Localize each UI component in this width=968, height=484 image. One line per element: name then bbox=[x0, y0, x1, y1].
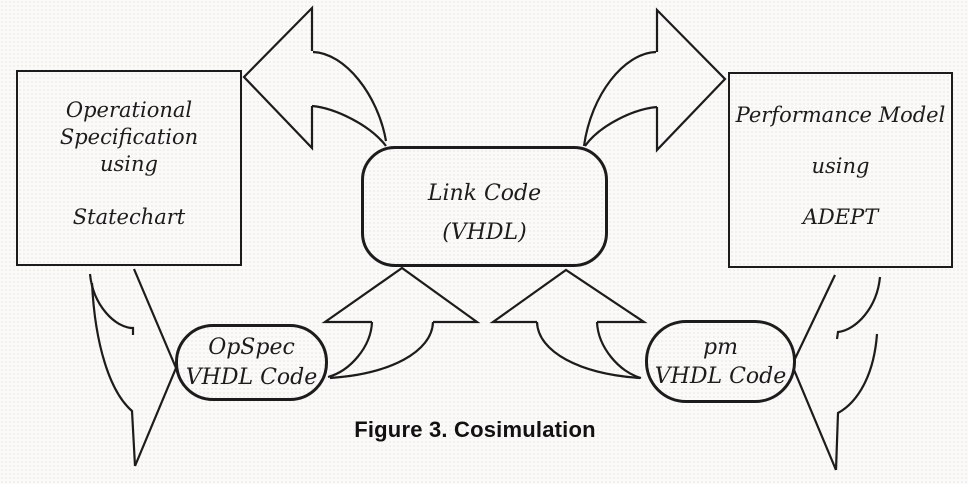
statechart-box-line-2: Specification bbox=[59, 125, 199, 149]
hollow-arrow-statechart-down bbox=[88, 268, 178, 467]
statechart-box-line-3: using bbox=[100, 152, 158, 176]
hollow-arrow-pm-to-link bbox=[489, 268, 648, 380]
pm-vhdl-node: pm VHDL Code bbox=[645, 320, 796, 403]
hollow-arrow-adept-down bbox=[790, 274, 882, 471]
pm-line-1: pm bbox=[703, 334, 738, 360]
figure-caption: Figure 3. Cosimulation bbox=[354, 417, 596, 442]
adept-box-line-3: ADEPT bbox=[802, 205, 879, 229]
link-code-node: Link Code (VHDL) bbox=[361, 146, 608, 267]
adept-box-line-2: using bbox=[811, 154, 870, 178]
statechart-box: Operational Specification using Statecha… bbox=[16, 70, 242, 266]
opspec-vhdl-node: OpSpec VHDL Code bbox=[175, 324, 328, 401]
hollow-arrow-opspec-to-link bbox=[321, 266, 481, 380]
opspec-line-2: VHDL Code bbox=[185, 364, 318, 390]
statechart-box-line-1: Operational bbox=[65, 98, 193, 122]
opspec-line-1: OpSpec bbox=[208, 334, 295, 360]
link-code-line-1: Link Code bbox=[427, 181, 542, 206]
statechart-box-line-4: Statechart bbox=[72, 205, 186, 229]
hollow-arrow-link-to-adept bbox=[582, 7, 727, 153]
adept-box-line-1: Performance Model bbox=[735, 103, 946, 127]
adept-box: Performance Model using ADEPT bbox=[728, 72, 953, 268]
link-code-line-2: (VHDL) bbox=[442, 220, 527, 245]
hollow-arrow-link-to-statechart bbox=[242, 5, 388, 151]
pm-line-2: VHDL Code bbox=[654, 363, 787, 389]
